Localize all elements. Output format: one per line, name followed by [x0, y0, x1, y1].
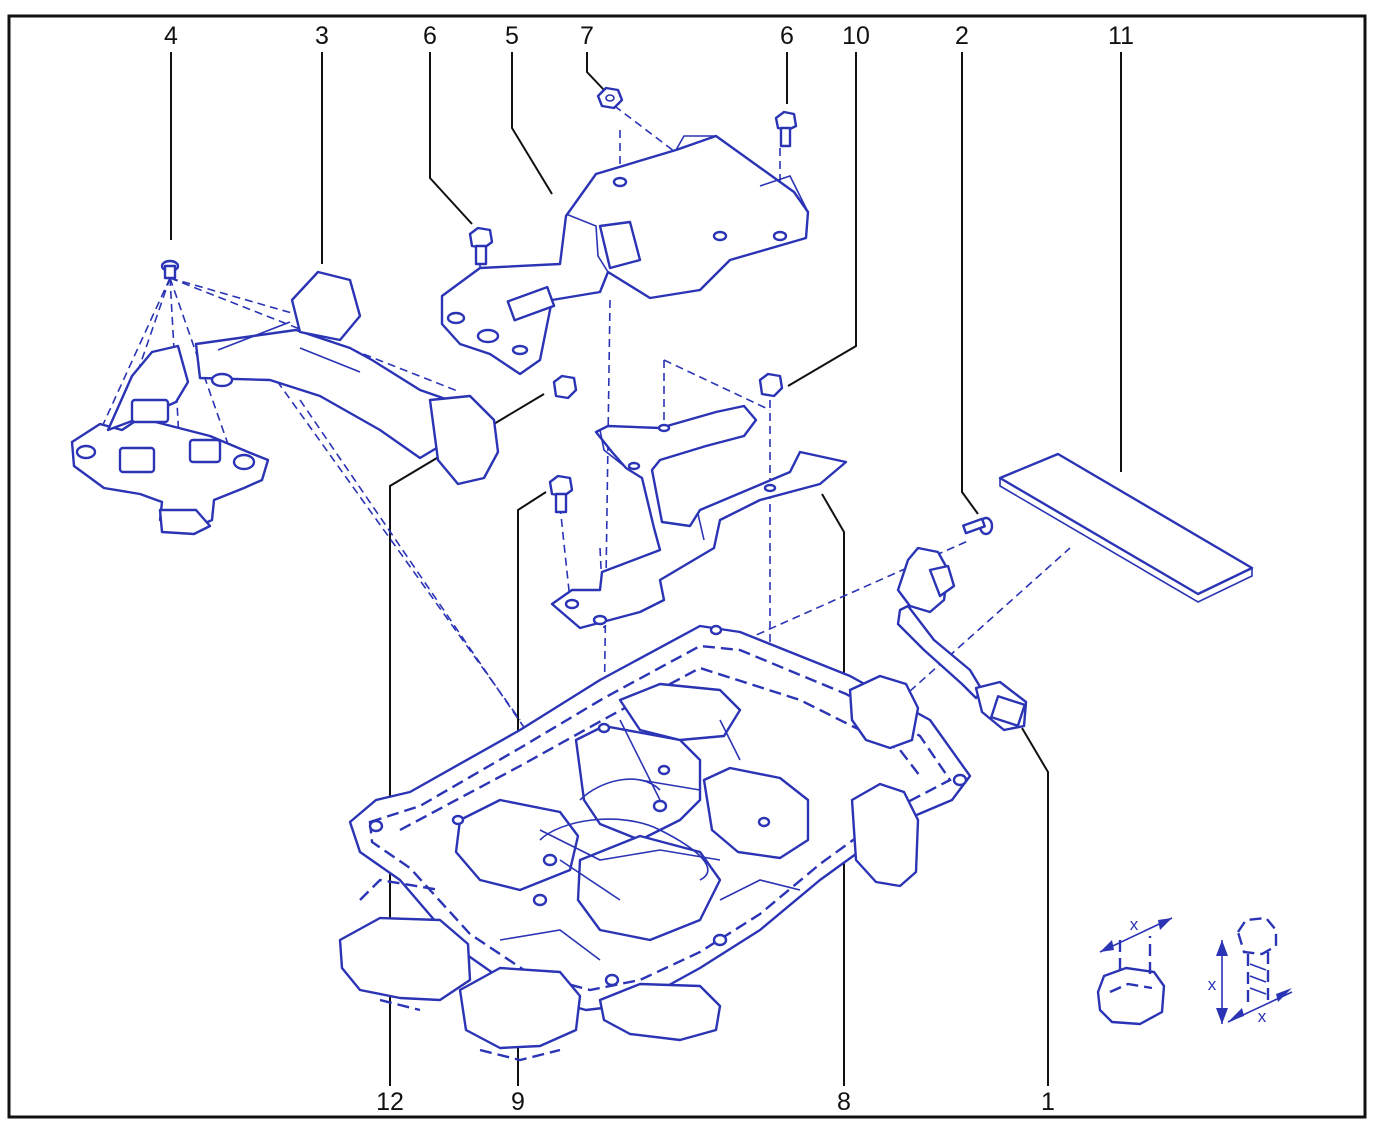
part-11-plate — [998, 452, 1254, 603]
part-5-upper-bracket — [440, 134, 810, 376]
leader-6-left — [429, 52, 473, 225]
bolt-dimension-x-height: x — [1208, 975, 1217, 994]
part-4-screw — [160, 259, 180, 280]
part-9-bolt — [548, 474, 574, 514]
detail-nut-dimension: x — [1096, 915, 1173, 1026]
detail-bolt-dimension: x x — [1208, 916, 1293, 1026]
callout-3: 3 — [315, 22, 329, 50]
nut-dimension-x: x — [1130, 915, 1139, 934]
leader-1 — [1021, 727, 1049, 1086]
callout-4: 4 — [164, 22, 178, 50]
leader-5 — [511, 52, 553, 195]
part-1-sensor-connector — [896, 546, 1028, 732]
bolt-dimension-x-width: x — [1258, 1007, 1267, 1026]
part-2-pin — [962, 516, 994, 536]
leader-7 — [586, 52, 605, 91]
part-6-bolt-right — [774, 110, 798, 148]
valve-body-housing — [338, 624, 972, 1062]
callout-5: 5 — [505, 22, 519, 50]
part-3-harness-assembly — [70, 270, 500, 536]
callout-12: 12 — [376, 1088, 404, 1116]
part-7-nut — [596, 86, 624, 110]
leader-2 — [961, 52, 979, 515]
part-12-nut — [552, 374, 578, 400]
callouts: 4 3 6 5 7 6 10 2 11 12 9 8 1 — [164, 22, 1134, 1116]
callout-8: 8 — [837, 1088, 851, 1116]
callout-11: 11 — [1108, 22, 1134, 50]
callout-2: 2 — [955, 22, 969, 50]
callout-1: 1 — [1041, 1088, 1055, 1116]
part-6-bolt-left — [468, 226, 494, 266]
leader-8 — [821, 493, 845, 1086]
leader-10 — [787, 52, 857, 387]
callout-6-right: 6 — [780, 22, 794, 50]
part-10-nut — [758, 372, 784, 398]
part-8-lower-bracket — [550, 404, 848, 630]
callout-10: 10 — [842, 22, 870, 50]
callout-7: 7 — [580, 22, 594, 50]
callout-9: 9 — [511, 1088, 525, 1116]
callout-6-left: 6 — [423, 22, 437, 50]
diagram-frame — [7, 14, 1367, 1119]
